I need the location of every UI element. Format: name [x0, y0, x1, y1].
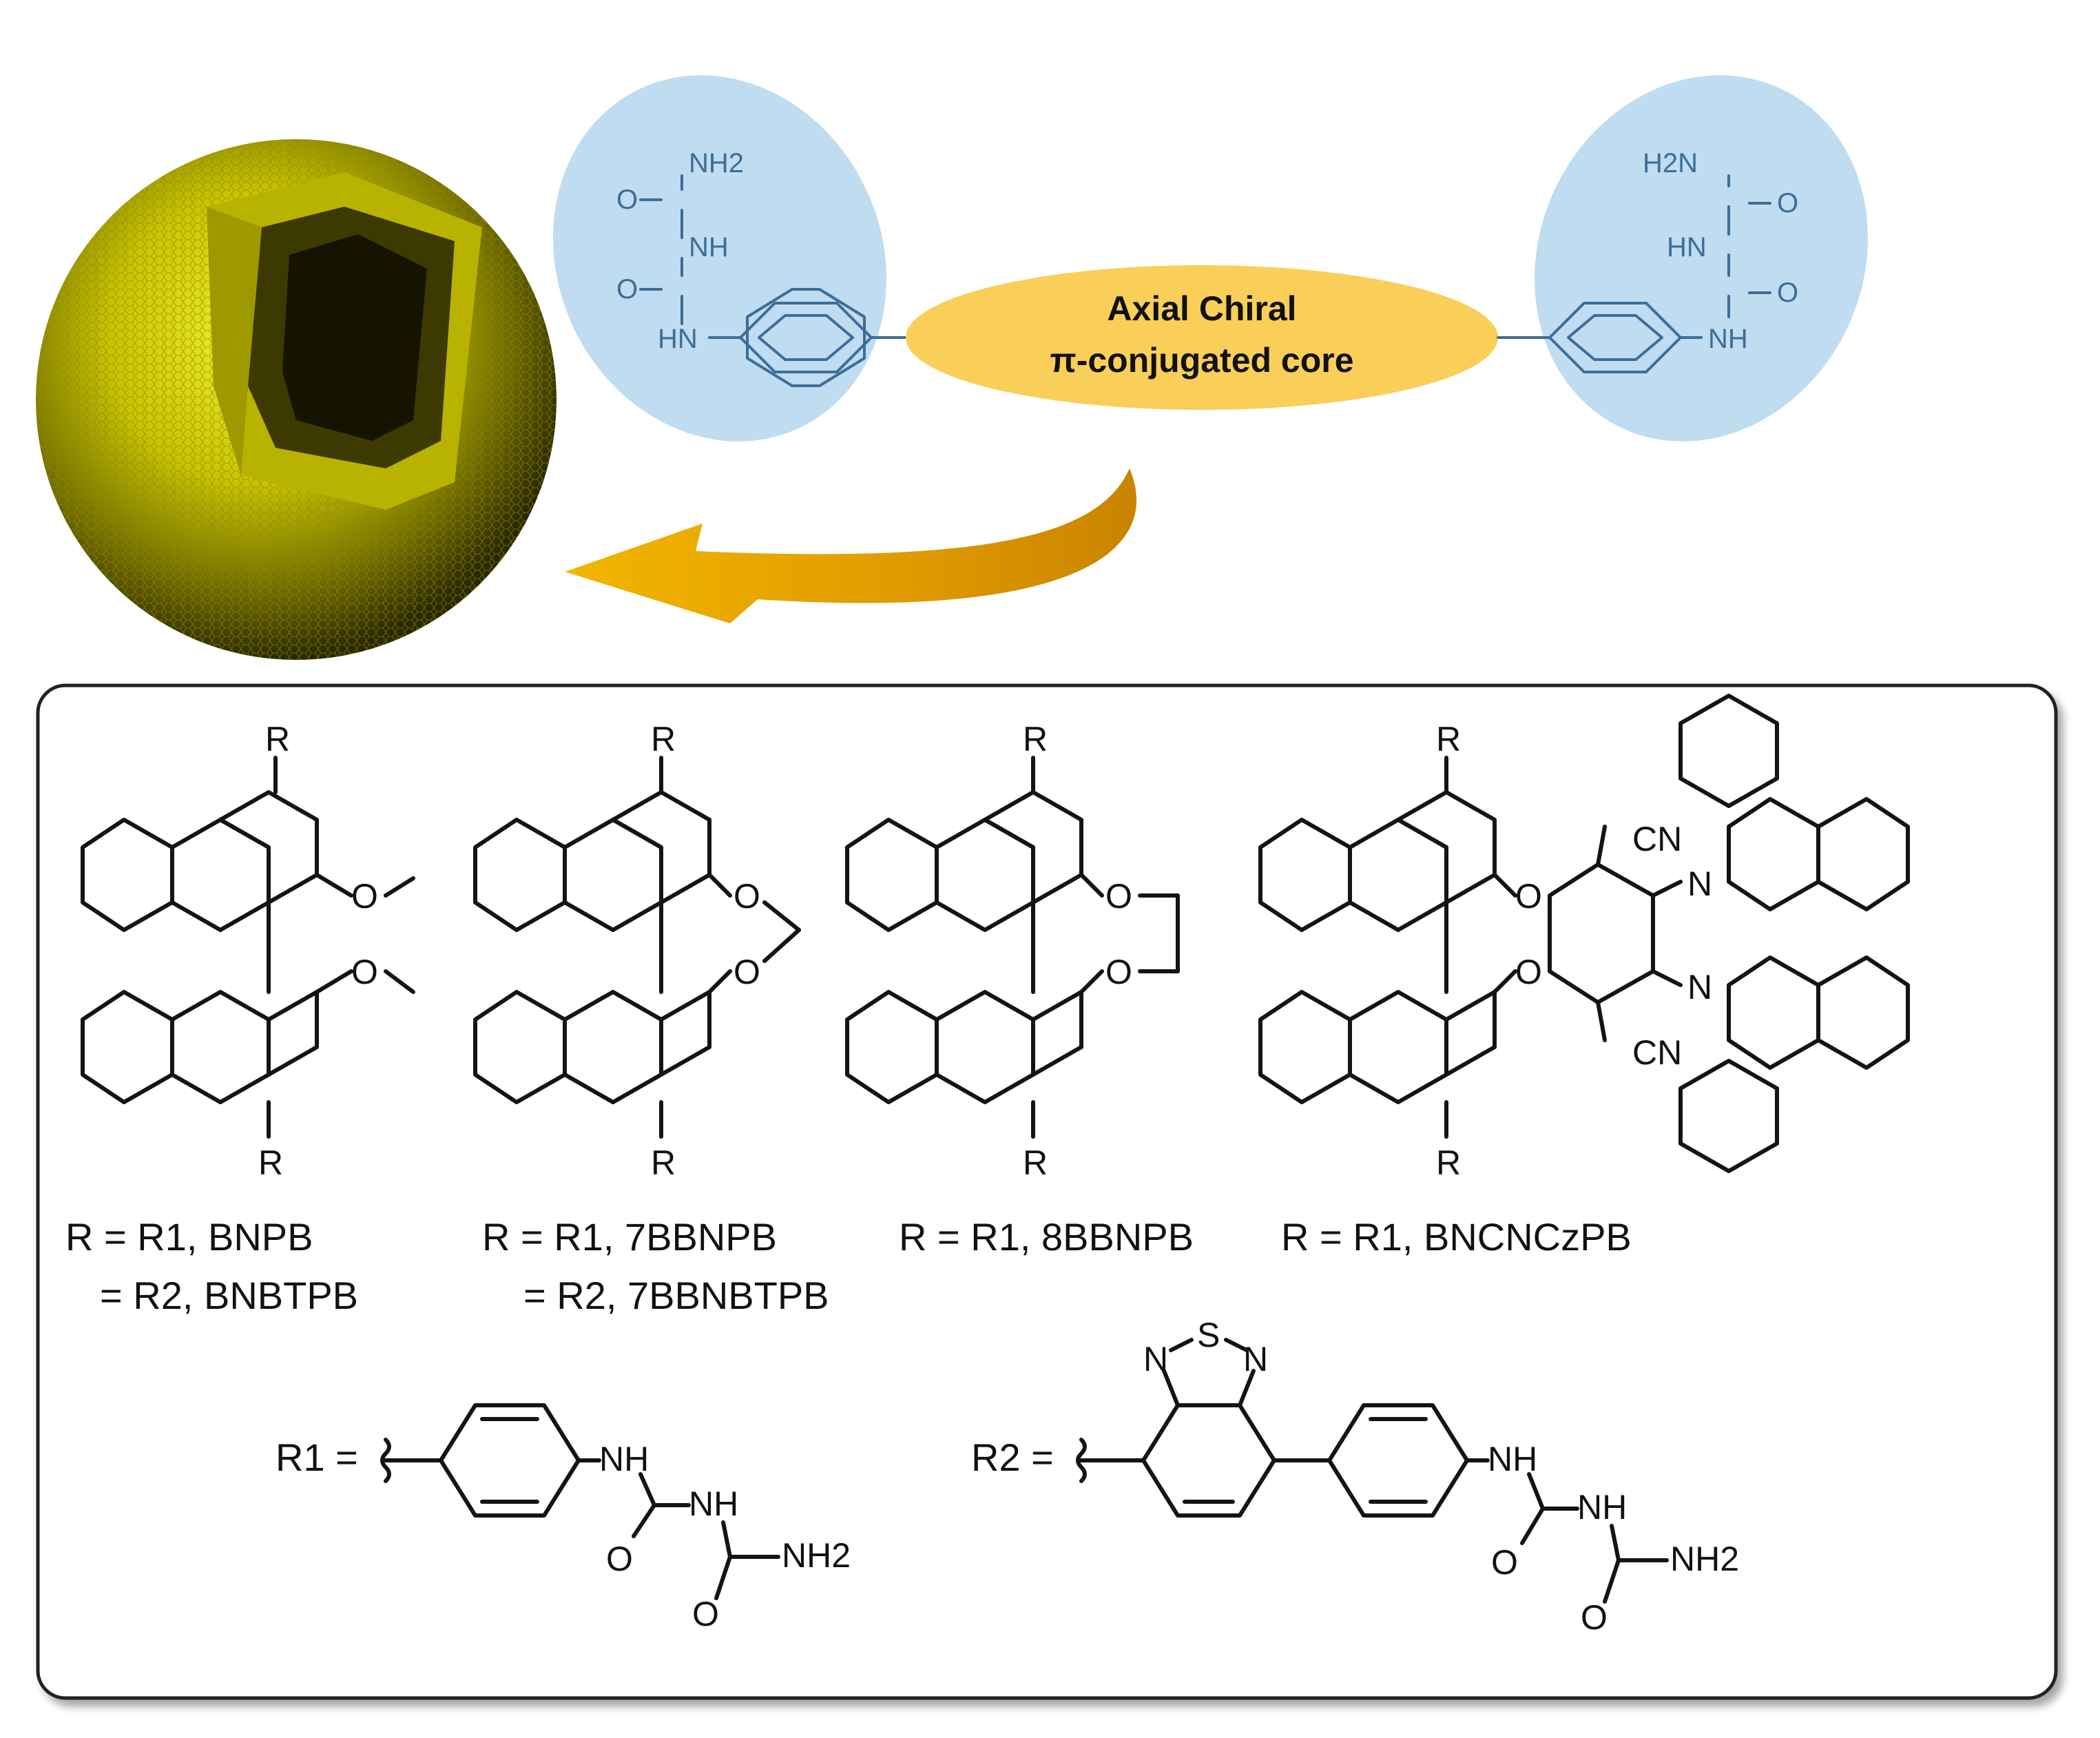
- r2-nh-2: NH: [1577, 1488, 1627, 1527]
- bnpb-o-top: O: [351, 877, 378, 915]
- r2-o-2: O: [1581, 1598, 1608, 1637]
- bncnczpb-r-bottom: R: [1436, 1144, 1461, 1182]
- 7bbnpb-label-2: = R2, 7BBNBTPB: [523, 1274, 829, 1317]
- 7bbnpb-r-bottom: R: [651, 1144, 676, 1182]
- right-end-group: H2N O HN O NH: [1510, 75, 1869, 442]
- 7bbnpb-label-1: R = R1, 7BBNPB: [482, 1215, 777, 1259]
- 7bbnpb-o-top: O: [734, 877, 760, 915]
- r1-nh2: NH2: [782, 1536, 851, 1575]
- left-end-group: NH2 O NH O HN: [552, 75, 897, 442]
- left-o2-label: O: [616, 274, 638, 304]
- r2-label: R2 =: [971, 1436, 1054, 1479]
- substituent-r2: R2 = S N N NH NH O O NH2: [971, 1316, 1739, 1637]
- bnpb-o-bottom: O: [351, 953, 378, 991]
- bnpb-r-top: R: [265, 720, 290, 758]
- structures-frame: [36, 683, 2058, 1700]
- bnpb-label-2: = R2, BNBTPB: [100, 1274, 358, 1317]
- r1-nh-1: NH: [599, 1440, 649, 1478]
- bncnczpb-n-bottom: N: [1687, 968, 1712, 1006]
- right-hn-label: HN: [1667, 232, 1707, 262]
- bnpb-r-bottom: R: [258, 1144, 283, 1182]
- 7bbnpb-r-top: R: [651, 720, 676, 758]
- core-ellipse: Axial Chiral π-conjugated core: [894, 265, 1513, 410]
- core-line-1: Axial Chiral: [1107, 289, 1296, 328]
- left-nh2-label: NH2: [689, 148, 744, 178]
- 8bbnpb-o-bottom: O: [1105, 953, 1132, 991]
- right-o1-label: O: [1777, 188, 1798, 218]
- bncnczpb-n-top: N: [1687, 865, 1712, 903]
- core-line-2: π-conjugated core: [1050, 341, 1353, 380]
- right-o2-label: O: [1777, 278, 1798, 308]
- r2-o-1: O: [1491, 1543, 1518, 1582]
- vesicle-sphere: [36, 139, 557, 660]
- left-nh1-label: NH: [689, 232, 729, 262]
- r1-o-1: O: [606, 1540, 633, 1578]
- bncnczpb-cn-top: CN: [1632, 820, 1682, 858]
- 7bbnpb-o-bottom: O: [734, 953, 760, 991]
- substituent-r1: R1 = NH NH O O NH2: [276, 1403, 851, 1633]
- left-o1-label: O: [616, 185, 638, 215]
- bncnczpb-o-top: O: [1515, 877, 1542, 915]
- left-hn-label: HN: [658, 324, 698, 354]
- right-h2n-label: H2N: [1643, 148, 1698, 178]
- r1-o-2: O: [692, 1595, 719, 1633]
- bncnczpb-cn-bottom: CN: [1632, 1033, 1682, 1072]
- 8bbnpb-label-1: R = R1, 8BBNPB: [899, 1215, 1194, 1259]
- r2-n-left: N: [1143, 1340, 1168, 1378]
- 8bbnpb-o-top: O: [1105, 877, 1132, 915]
- compound-bncnczpb: R O O R CN CN N N R = R1, BNCNCzPB: [1258, 694, 1910, 1259]
- right-nh-label: NH: [1708, 324, 1748, 354]
- bncnczpb-label-1: R = R1, BNCNCzPB: [1281, 1215, 1632, 1259]
- r2-nh-1: NH: [1488, 1440, 1537, 1478]
- 8bbnpb-r-top: R: [1023, 720, 1048, 758]
- r2-s: S: [1197, 1316, 1220, 1354]
- 8bbnpb-r-bottom: R: [1023, 1144, 1048, 1182]
- r2-n-right: N: [1243, 1340, 1268, 1378]
- curved-arrow: [565, 468, 1137, 623]
- bncnczpb-r-top: R: [1436, 720, 1461, 758]
- r2-nh2: NH2: [1670, 1540, 1739, 1578]
- r1-label: R1 =: [276, 1436, 358, 1479]
- bncnczpb-o-bottom: O: [1515, 953, 1542, 991]
- compound-7bbnpb: R O O R R = R1, 7BBNPB = R2, 7BBNBTPB: [473, 720, 829, 1317]
- r1-nh-2: NH: [689, 1484, 738, 1523]
- compound-8bbnpb: R O O R R = R1, 8BBNPB: [845, 720, 1194, 1259]
- compound-bnpb: R O O R R = R1, BNPB = R2, BNBTPB: [65, 720, 415, 1317]
- bnpb-label-1: R = R1, BNPB: [65, 1215, 313, 1259]
